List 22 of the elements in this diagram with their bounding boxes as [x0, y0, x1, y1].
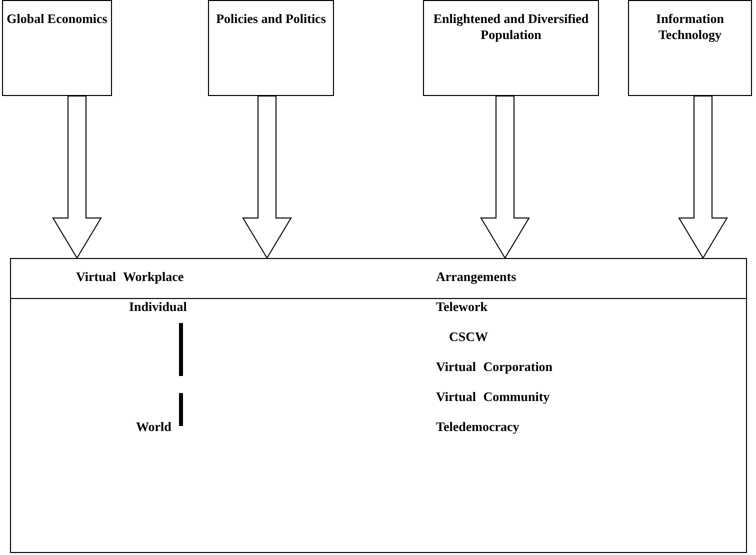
column-header: Virtual Workplace	[76, 269, 184, 285]
box-label: Global Economics	[6, 11, 108, 28]
table-entry: Individual	[129, 299, 187, 315]
table-entry: Teledemocracy	[436, 419, 520, 435]
factor-box	[2, 0, 112, 96]
block-arrow	[678, 96, 728, 259]
table-entry: World	[136, 419, 172, 435]
column-header: Arrangements	[436, 269, 516, 285]
box-label: Information Technology	[655, 11, 725, 44]
table-entry: Telework	[436, 299, 488, 315]
block-arrow	[242, 96, 292, 259]
factor-box	[423, 0, 599, 96]
table-entry: Virtual Community	[436, 389, 550, 405]
block-arrow	[52, 96, 102, 259]
table-entry: CSCW	[449, 329, 488, 345]
factor-box	[208, 0, 334, 96]
workplace-table-box	[10, 258, 747, 553]
factor-box	[628, 0, 752, 96]
box-label: Enlightened and Diversified Population	[432, 11, 590, 44]
box-label: Policies and Politics	[216, 11, 326, 28]
table-entry: Virtual Corporation	[436, 359, 553, 375]
block-arrow	[480, 96, 530, 259]
